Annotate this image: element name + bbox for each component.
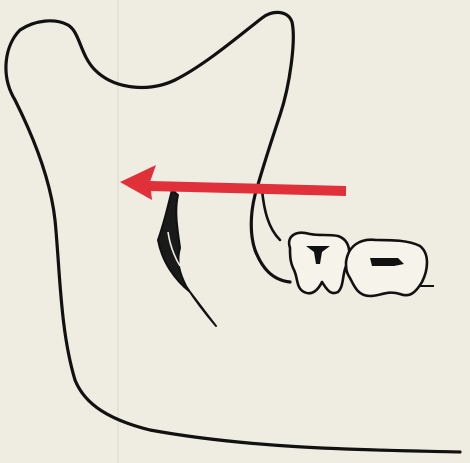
molar-second-fissure [370, 258, 404, 266]
arrow-left-icon [120, 165, 346, 200]
ramus-inner-line [262, 190, 280, 240]
mandibular-spine [158, 190, 216, 326]
molar-tooth-icon [289, 233, 349, 294]
molar-second-crown [346, 240, 427, 296]
molar-tooth-icon [346, 240, 427, 296]
arrow-shaft [150, 181, 346, 196]
mandible-outline [6, 12, 460, 452]
